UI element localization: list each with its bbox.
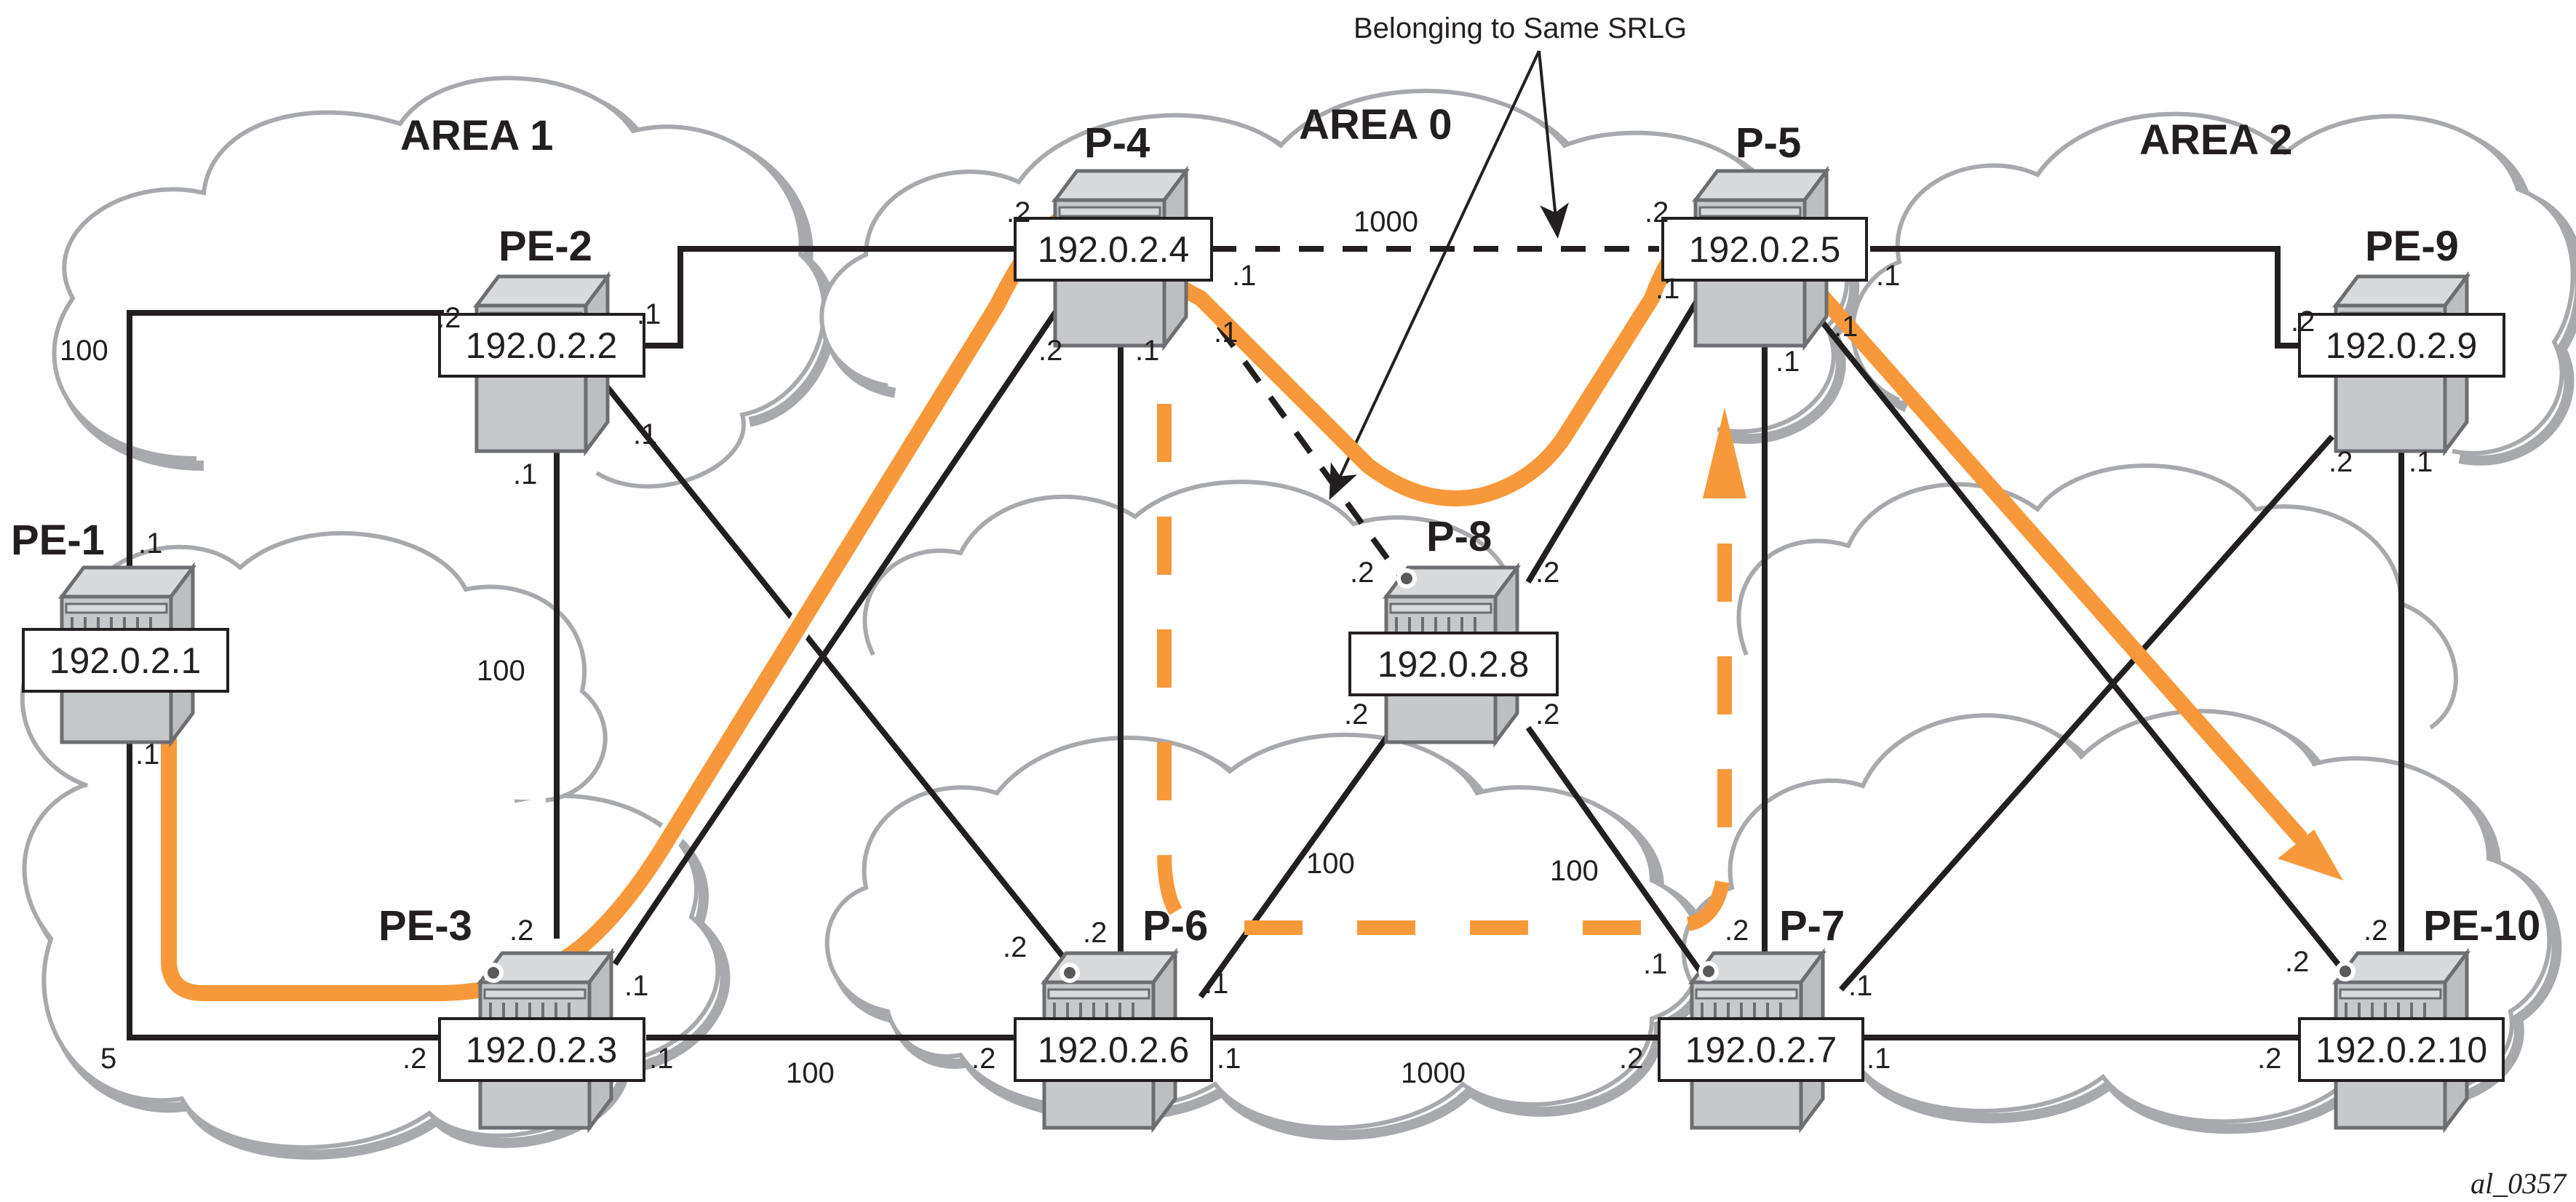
port-label: .2: [2285, 946, 2309, 978]
port-label: .1: [1217, 1043, 1241, 1075]
port-label: .2: [1645, 196, 1669, 228]
link-p8-p7: [1525, 725, 1706, 977]
ip-boxes: 192.0.2.1 192.0.2.2 192.0.2.3 192.0.2.4 …: [22, 217, 2505, 1082]
port-label: .2: [2329, 446, 2353, 478]
ip-p6: 192.0.2.6: [1038, 1030, 1190, 1070]
area-0-mid-cloud: [862, 479, 1516, 656]
port-label: .2: [971, 1043, 995, 1075]
port-label: .1: [1232, 260, 1256, 292]
link-pe1-pe3: [127, 728, 440, 1040]
port-label: .1: [135, 739, 159, 771]
port-label: .1: [1876, 260, 1900, 292]
metric-p6-p8: 100: [1306, 848, 1355, 880]
backup-path: [1157, 404, 1746, 935]
ip-pe1: 192.0.2.1: [49, 640, 202, 681]
name-pe2: PE-2: [498, 223, 592, 270]
link-pe2-p4: [640, 246, 1019, 349]
ip-pe2: 192.0.2.2: [466, 325, 618, 366]
ip-p5: 192.0.2.5: [1689, 229, 1841, 270]
label-area1: AREA 1: [400, 112, 554, 159]
port-label: .2: [1350, 557, 1374, 589]
port-label: .2: [1535, 698, 1559, 731]
metric-p4-p5: 1000: [1353, 206, 1418, 238]
backup-path-arrowhead: [1703, 407, 1746, 498]
port-label: .2: [509, 915, 533, 947]
port-label: .1: [1834, 311, 1858, 343]
port-label: .2: [1006, 196, 1030, 228]
port-label: .2: [1619, 1043, 1643, 1075]
port-label: .1: [1848, 970, 1872, 1002]
ip-p7: 192.0.2.7: [1685, 1030, 1837, 1070]
port-label: .2: [1083, 917, 1107, 949]
metric-pe1-pe3: 5: [100, 1043, 116, 1075]
link-p5-p8: [1525, 289, 1706, 584]
port-label: .2: [1038, 335, 1062, 367]
name-pe3: PE-3: [378, 902, 472, 950]
port-labels: .1 .1 .2 .1 .1 .1 .2 .2 .1 .1 .2 .1 .2 .…: [135, 196, 2433, 1075]
name-p6: P-6: [1142, 902, 1208, 950]
port-label: .2: [402, 1043, 426, 1075]
port-label: .1: [637, 298, 661, 330]
port-label: .2: [1725, 915, 1749, 947]
port-label: .2: [2257, 1043, 2281, 1075]
port-label: .2: [437, 302, 461, 334]
srlg-note: Belonging to Same SRLG: [1353, 12, 1687, 44]
name-p7: P-7: [1779, 902, 1845, 950]
ip-pe9: 192.0.2.9: [2326, 325, 2478, 366]
link-metrics: 100 100 5 100 1000 1000 100 100: [60, 206, 1599, 1089]
link-p8-p6: [1198, 725, 1396, 999]
ip-pe10: 192.0.2.10: [2315, 1030, 2487, 1070]
attachment-dots: [483, 568, 2356, 983]
port-label: .1: [1867, 1043, 1891, 1075]
area-labels: AREA 1 AREA 0 AREA 2: [400, 101, 2293, 164]
port-label: .2: [1535, 557, 1559, 589]
primary-path-arrowhead: [2278, 829, 2343, 880]
label-area0: AREA 0: [1299, 101, 1452, 148]
area-1-cloud: [52, 76, 837, 489]
port-label: .2: [2364, 915, 2388, 947]
port-label: .1: [1776, 346, 1800, 378]
srlg-annotation: Belonging to Same SRLG: [1329, 12, 1687, 501]
port-label: .1: [138, 528, 162, 560]
metric-pe2-pe3: 100: [477, 655, 525, 687]
label-area2: AREA 2: [2139, 116, 2293, 164]
port-label: .2: [1344, 698, 1368, 731]
name-p8: P-8: [1426, 513, 1492, 560]
name-pe10: PE-10: [2423, 902, 2540, 950]
links: [127, 246, 2404, 1040]
port-label: .2: [1003, 931, 1027, 963]
port-label: .1: [1214, 317, 1238, 349]
link-pe1-pe2: [127, 310, 444, 575]
port-label: .1: [633, 418, 657, 450]
port-label: .1: [513, 458, 537, 490]
metric-pe1-pe2: 100: [60, 335, 108, 367]
metric-p8-p7: 100: [1550, 855, 1599, 887]
ip-p8: 192.0.2.8: [1378, 644, 1530, 685]
port-label: .1: [1135, 335, 1159, 367]
port-label: .1: [649, 1043, 673, 1075]
port-label: .2: [2291, 306, 2315, 338]
name-p4: P-4: [1084, 119, 1150, 167]
metric-pe3-p6: 100: [786, 1057, 835, 1089]
link-pe2-p6: [597, 376, 1069, 963]
port-label: .1: [1655, 273, 1679, 305]
figure-id: al_0357: [2470, 1167, 2567, 1200]
link-p4-p8-srlg: [1190, 289, 1407, 584]
link-pe3-p4: [612, 289, 1073, 966]
port-label: .1: [1204, 968, 1228, 1000]
router-names: PE-1 PE-2 PE-3 P-4 P-5 P-6 P-7 P-8 PE-9 …: [11, 119, 2540, 950]
port-label: .1: [2409, 446, 2433, 478]
link-p5-pe10: [1794, 289, 2350, 977]
name-pe9: PE-9: [2365, 223, 2459, 270]
port-label: .1: [1643, 948, 1667, 980]
link-p5-pe9: [1870, 246, 2303, 349]
name-p5: P-5: [1736, 119, 1801, 167]
port-label: .1: [624, 970, 648, 1002]
ip-pe3: 192.0.2.3: [466, 1030, 618, 1070]
name-pe1: PE-1: [11, 517, 105, 564]
metric-p6-p7: 1000: [1401, 1057, 1466, 1089]
link-pe9-p7: [1839, 434, 2334, 992]
ip-p4: 192.0.2.4: [1038, 229, 1190, 270]
